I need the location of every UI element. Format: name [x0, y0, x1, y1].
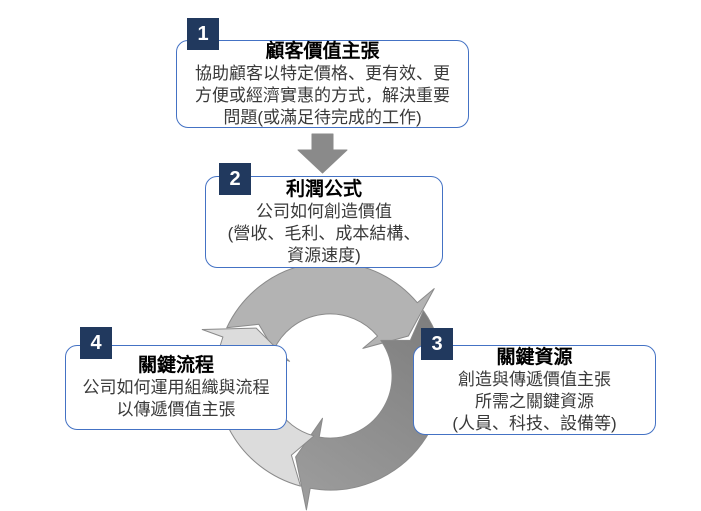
box-1-body: 協助顧客以特定價格、更有效、更 方便或經濟實惠的方式，解決重要 問題(或滿足待完… — [195, 63, 450, 127]
cycle-arrow-top — [226, 261, 435, 351]
box-key-processes: 4 關鍵流程 公司如何運用組織與流程 以傳遞價值主張 — [65, 327, 287, 430]
box-customer-value-proposition: 1 顧客價值主張 協助顧客以特定價格、更有效、更 方便或經濟實惠的方式，解決重要… — [176, 18, 469, 128]
step-2-badge: 2 — [219, 163, 251, 195]
box-profit-formula: 2 利潤公式 公司如何創造價值 (營收、毛利、成本結構、 資源速度) — [205, 163, 443, 268]
step-3-badge: 3 — [421, 328, 453, 360]
box-2-body: 公司如何創造價值 (營收、毛利、成本結構、 資源速度) — [227, 201, 421, 265]
box-1-title: 顧客價值主張 — [265, 40, 380, 62]
step-1-badge: 1 — [187, 18, 219, 50]
box-2-title: 利潤公式 — [285, 178, 362, 200]
box-3-body: 創造與傳遞價值主張 所需之關鍵資源 (人員、科技、設備等) — [452, 369, 617, 433]
box-4-title: 關鍵流程 — [137, 355, 214, 376]
box-3-title: 關鍵資源 — [496, 346, 573, 368]
box-4-body: 公司如何運用組織與流程 以傳遞價值主張 — [82, 378, 270, 419]
box-key-resources: 3 關鍵資源 創造與傳遞價值主張 所需之關鍵資源 (人員、科技、設備等) — [413, 328, 656, 435]
down-arrow — [297, 133, 348, 174]
step-4-badge: 4 — [80, 327, 112, 359]
